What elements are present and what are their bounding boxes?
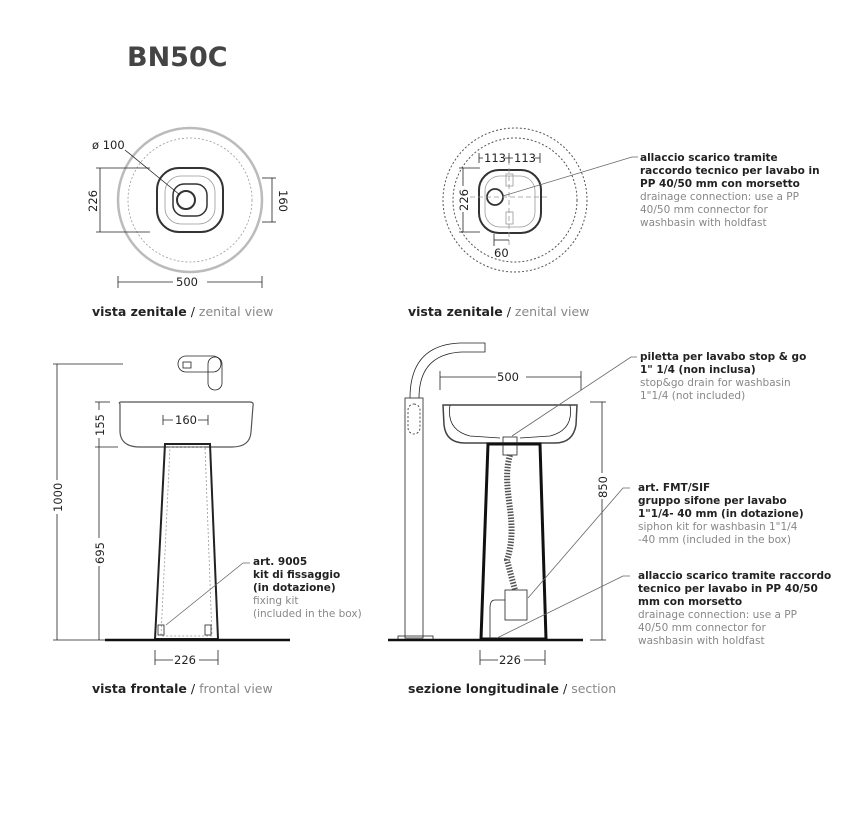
dim-pedestal-height: 695 [93, 542, 107, 564]
svg-text:washbasin with holdfast: washbasin with holdfast [638, 635, 765, 647]
svg-text:mm con morsetto: mm con morsetto [638, 596, 742, 608]
svg-text:PP 40/50 mm con morsetto: PP 40/50 mm con morsetto [640, 178, 800, 190]
dim-depth: 226 [86, 190, 100, 212]
svg-text:40/50 mm connector for: 40/50 mm connector for [638, 622, 766, 634]
svg-text:kit di fissaggio: kit di fissaggio [253, 569, 340, 581]
dim-inner: 160 [175, 413, 197, 427]
product-code-title: BN50C [127, 42, 228, 73]
pedestal-section [479, 442, 548, 641]
dim-drain-diameter: ø 100 [92, 138, 125, 152]
dim-height: 850 [596, 476, 610, 498]
svg-text:1"1/4 (not included): 1"1/4 (not included) [640, 390, 745, 402]
dim-right: 113 [514, 151, 536, 165]
svg-text:1"1/4- 40 mm (in dotazione): 1"1/4- 40 mm (in dotazione) [638, 508, 804, 520]
annotation-stop-go-drain: piletta per lavabo stop & go 1" 1/4 (non… [640, 351, 806, 402]
svg-text:1" 1/4 (non inclusa): 1" 1/4 (non inclusa) [640, 364, 756, 376]
basin-outer-rim [116, 126, 264, 274]
caption-zenital-left: vista zenitale / zenital view [92, 304, 273, 319]
dim-basin-height: 155 [93, 414, 107, 436]
caption-zenital-right: vista zenitale / zenital view [408, 304, 589, 319]
svg-text:art. 9005: art. 9005 [253, 556, 307, 568]
dim-base: 226 [174, 653, 196, 667]
drain-leader [124, 149, 181, 196]
frontal-view: 1000 155 695 160 226 art. 9005 kit di fi… [50, 355, 362, 696]
caption-frontal: vista frontale / frontal view [92, 681, 273, 696]
dim-left: 113 [484, 151, 506, 165]
svg-text:gruppo sifone per lavabo: gruppo sifone per lavabo [638, 495, 787, 507]
annotation-siphon-kit: art. FMT/SIF gruppo sifone per lavabo 1"… [638, 482, 804, 546]
dim-diameter: 500 [176, 275, 198, 289]
annotation-fixing-kit: art. 9005 kit di fissaggio (in dotazione… [253, 556, 362, 620]
svg-text:tecnico per lavabo in PP 40/50: tecnico per lavabo in PP 40/50 [638, 583, 818, 595]
svg-text:-40 mm (included in the box): -40 mm (included in the box) [638, 534, 791, 546]
dim-base: 226 [499, 653, 521, 667]
svg-text:(included in the box): (included in the box) [253, 608, 362, 620]
zenital-view-left: ø 100 226 160 500 vista zenitale / zenit… [86, 126, 290, 319]
svg-text:allaccio scarico tramite racco: allaccio scarico tramite raccordo [638, 570, 831, 582]
svg-text:washbasin with holdfast: washbasin with holdfast [640, 217, 767, 229]
dim-depth: 226 [457, 189, 471, 211]
basin-front [118, 401, 254, 448]
svg-text:siphon kit for washbasin 1"1/4: siphon kit for washbasin 1"1/4 [638, 521, 798, 533]
dim-offset: 60 [494, 246, 509, 260]
bowl-outline [156, 167, 224, 233]
drain-fitting [502, 436, 518, 456]
svg-text:40/50 mm connector for: 40/50 mm connector for [640, 204, 768, 216]
svg-text:allaccio scarico tramite: allaccio scarico tramite [640, 152, 778, 164]
svg-text:fixing kit: fixing kit [253, 595, 299, 607]
svg-text:drainage connection: use a PP: drainage connection: use a PP [640, 191, 799, 203]
svg-text:piletta per lavabo stop & go: piletta per lavabo stop & go [640, 351, 806, 363]
annotation-drainage-connection: allaccio scarico tramite raccordo tecnic… [638, 570, 831, 647]
svg-text:stop&go drain for washbasin: stop&go drain for washbasin [640, 377, 791, 389]
zenital-view-right: 113 113 226 60 allaccio scarico tramite … [408, 127, 820, 319]
svg-text:art. FMT/SIF: art. FMT/SIF [638, 482, 710, 494]
basin-section [442, 404, 578, 444]
svg-text:drainage connection: use a PP: drainage connection: use a PP [638, 609, 797, 621]
dim-width: 500 [497, 370, 519, 384]
svg-text:raccordo tecnico per lavabo in: raccordo tecnico per lavabo in [640, 165, 820, 177]
drain-hole [176, 190, 196, 210]
bowl-inner [164, 175, 216, 225]
dim-inner: 160 [276, 190, 290, 212]
svg-text:(in dotazione): (in dotazione) [253, 582, 336, 594]
basin-inner-rim [127, 137, 253, 263]
floor-faucet-column [404, 397, 424, 639]
caption-section: sezione longitudinale / section [408, 681, 616, 696]
dim-total-height: 1000 [51, 483, 65, 512]
siphon-hose [503, 454, 518, 591]
faucet-icon [177, 355, 222, 373]
section-view: 500 850 226 piletta per lavabo stop & go… [388, 342, 831, 696]
annotation-drainage-top: allaccio scarico tramite raccordo tecnic… [640, 152, 820, 229]
bowl-base [172, 183, 208, 217]
